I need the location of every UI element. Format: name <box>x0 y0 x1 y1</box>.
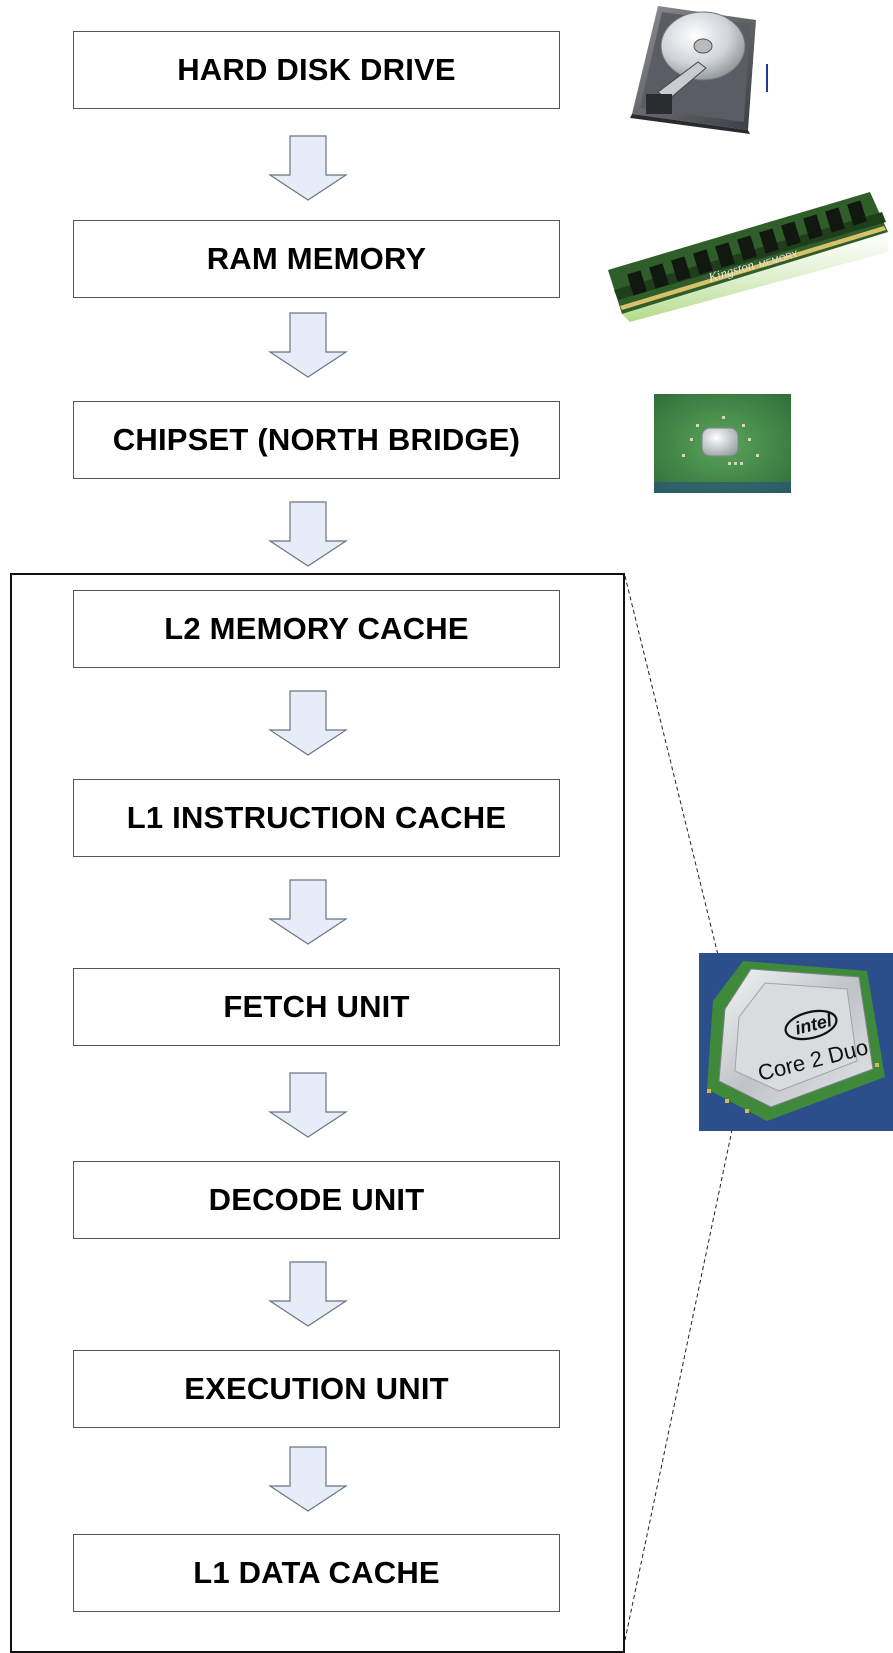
box-hard-disk-drive: HARD DISK DRIVE <box>73 31 560 109</box>
box-ram-memory: RAM MEMORY <box>73 220 560 298</box>
down-arrow-icon <box>268 501 348 567</box>
box-l2-cache: L2 MEMORY CACHE <box>73 590 560 668</box>
label-l1-instruction-cache: L1 INSTRUCTION CACHE <box>126 800 507 835</box>
hard-disk-drive-photo <box>630 6 768 134</box>
label-decode-unit: DECODE UNIT <box>208 1182 425 1217</box>
chipset-photo <box>654 394 791 493</box>
label-ram-memory: RAM MEMORY <box>206 241 427 276</box>
box-chipset: CHIPSET (NORTH BRIDGE) <box>73 401 560 479</box>
box-fetch-unit: FETCH UNIT <box>73 968 560 1046</box>
down-arrow-icon <box>268 135 348 201</box>
zoom-line-bottom <box>624 1129 733 1641</box>
box-execution-unit: EXECUTION UNIT <box>73 1350 560 1428</box>
label-fetch-unit: FETCH UNIT <box>223 989 410 1024</box>
down-arrow-icon <box>268 312 348 378</box>
down-arrow-icon <box>268 1261 348 1327</box>
box-l1-data-cache: L1 DATA CACHE <box>73 1534 560 1612</box>
box-l1-instruction-cache: L1 INSTRUCTION CACHE <box>73 779 560 857</box>
down-arrow-icon <box>268 1446 348 1512</box>
ram-module-photo: Kingston MEMORY <box>608 192 888 322</box>
down-arrow-icon <box>268 690 348 756</box>
label-execution-unit: EXECUTION UNIT <box>184 1371 449 1406</box>
label-chipset: CHIPSET (NORTH BRIDGE) <box>112 422 521 457</box>
cpu-photo: intel Core 2 Duo <box>699 953 893 1131</box>
down-arrow-icon <box>268 879 348 945</box>
down-arrow-icon <box>268 1072 348 1138</box>
box-decode-unit: DECODE UNIT <box>73 1161 560 1239</box>
label-l1-data-cache: L1 DATA CACHE <box>193 1555 440 1590</box>
zoom-line-top <box>624 575 719 956</box>
label-hard-disk-drive: HARD DISK DRIVE <box>177 52 456 87</box>
label-l2-cache: L2 MEMORY CACHE <box>164 611 469 646</box>
